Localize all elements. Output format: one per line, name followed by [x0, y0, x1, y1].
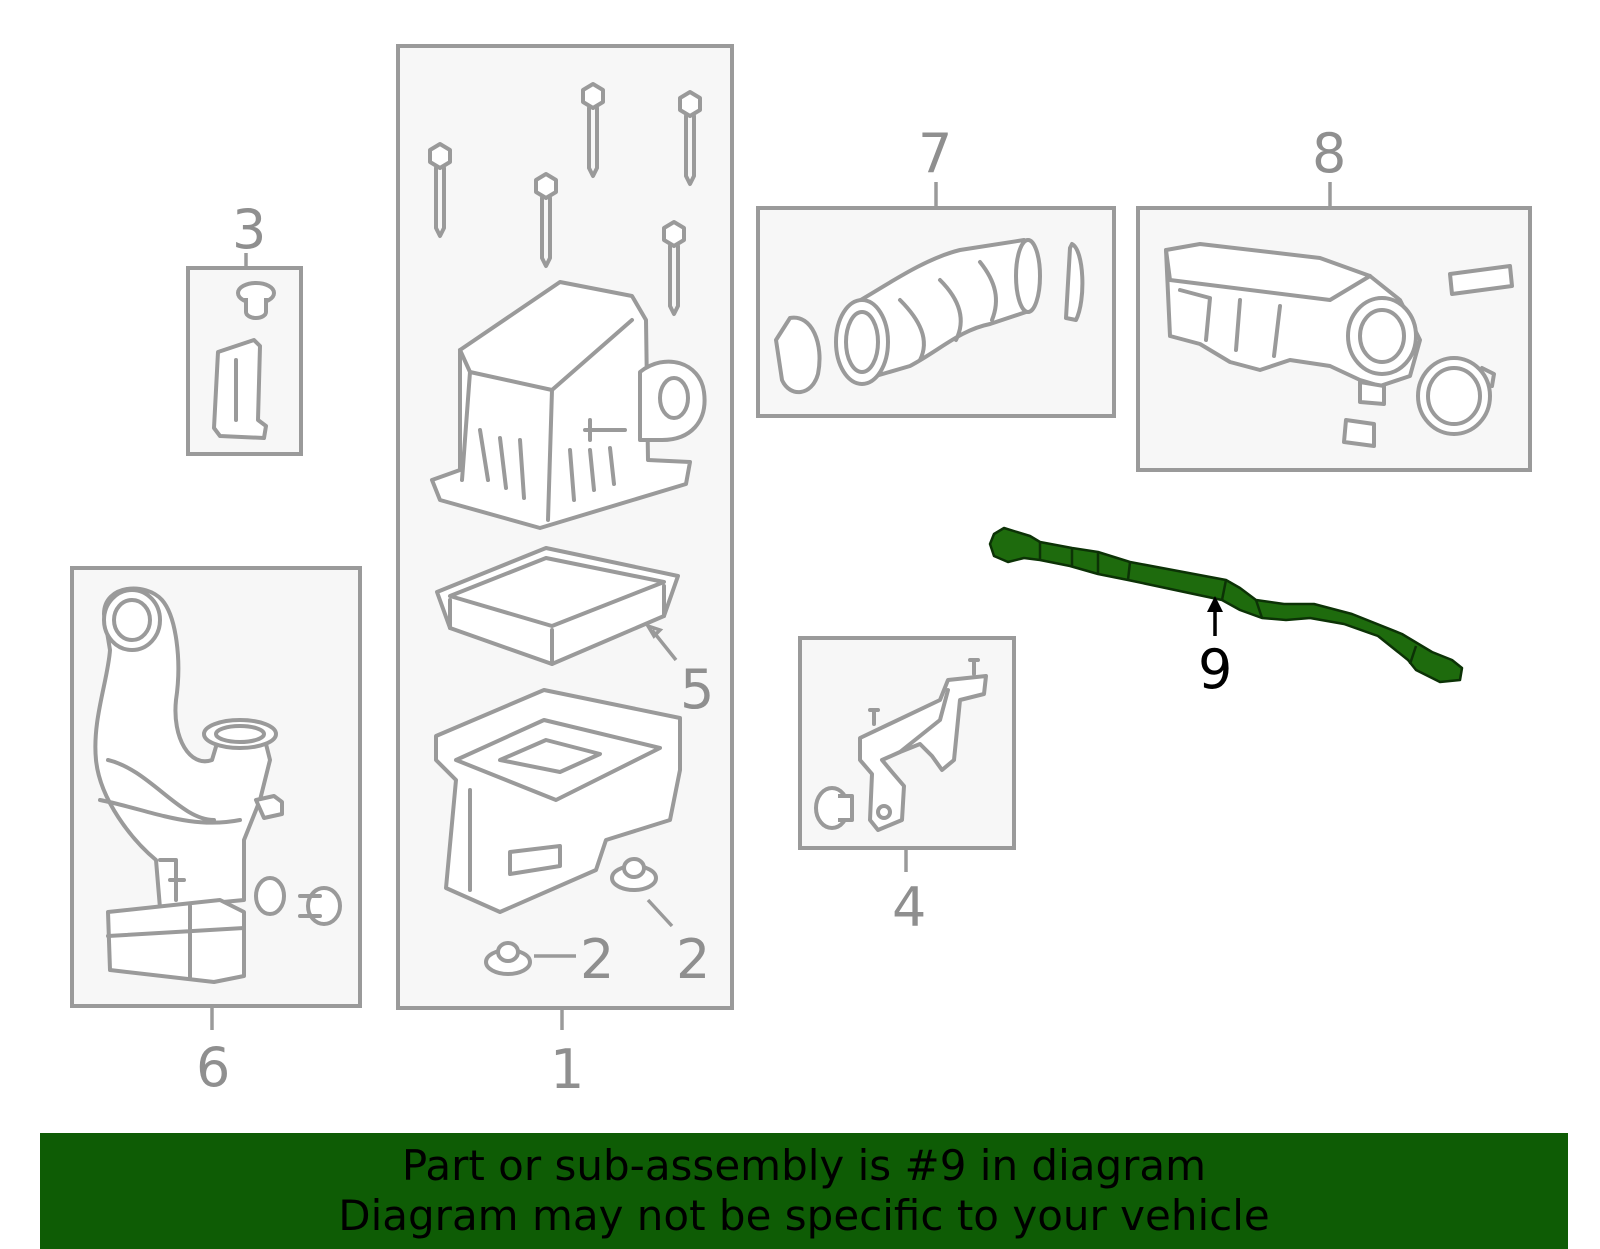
notice-banner: Part or sub-assembly is #9 in diagram Di… [40, 1133, 1568, 1249]
banner-line-disclaimer: Diagram may not be specific to your vehi… [338, 1191, 1270, 1240]
part-group-1-air-cleaner [396, 44, 734, 1030]
callout-5: 5 [680, 658, 714, 721]
intake-duct-icon [93, 586, 284, 984]
resonator-icon [1164, 242, 1514, 448]
clip-icon [236, 281, 276, 320]
banner-line-part-number: Part or sub-assembly is #9 in diagram [401, 1141, 1207, 1190]
clamp-icon [1416, 356, 1496, 436]
callout-2: 2 [580, 928, 614, 991]
highlighted-part-9-hose [988, 526, 1464, 684]
part-group-8-resonator [1136, 182, 1532, 472]
bracket-icon [858, 658, 988, 832]
grommet-icon [254, 876, 342, 926]
callout-7: 7 [918, 122, 952, 185]
callout-6: 6 [196, 1036, 230, 1099]
callout-4: 4 [892, 876, 926, 939]
callout-8: 8 [1312, 122, 1346, 185]
grommet-icon [814, 786, 854, 830]
intake-tube-icon [834, 238, 1042, 386]
filter-element-icon [435, 546, 680, 666]
lower-housing-icon [434, 688, 682, 914]
part-group-6-intake-duct [70, 566, 362, 1030]
part-group-7-intake-tube [756, 182, 1116, 418]
callout-3: 3 [232, 198, 266, 261]
part-group-3-bracket [186, 253, 303, 456]
upper-housing-icon [430, 280, 707, 530]
grommet-icon [484, 857, 658, 976]
part-group-4-bracket [798, 636, 1016, 872]
callout-2: 2 [676, 928, 710, 991]
callout-9: 9 [1198, 638, 1232, 701]
callout-1: 1 [550, 1038, 584, 1101]
clamp-icon [774, 242, 1085, 395]
bracket-icon [212, 338, 268, 440]
bolt-icon [428, 82, 702, 316]
